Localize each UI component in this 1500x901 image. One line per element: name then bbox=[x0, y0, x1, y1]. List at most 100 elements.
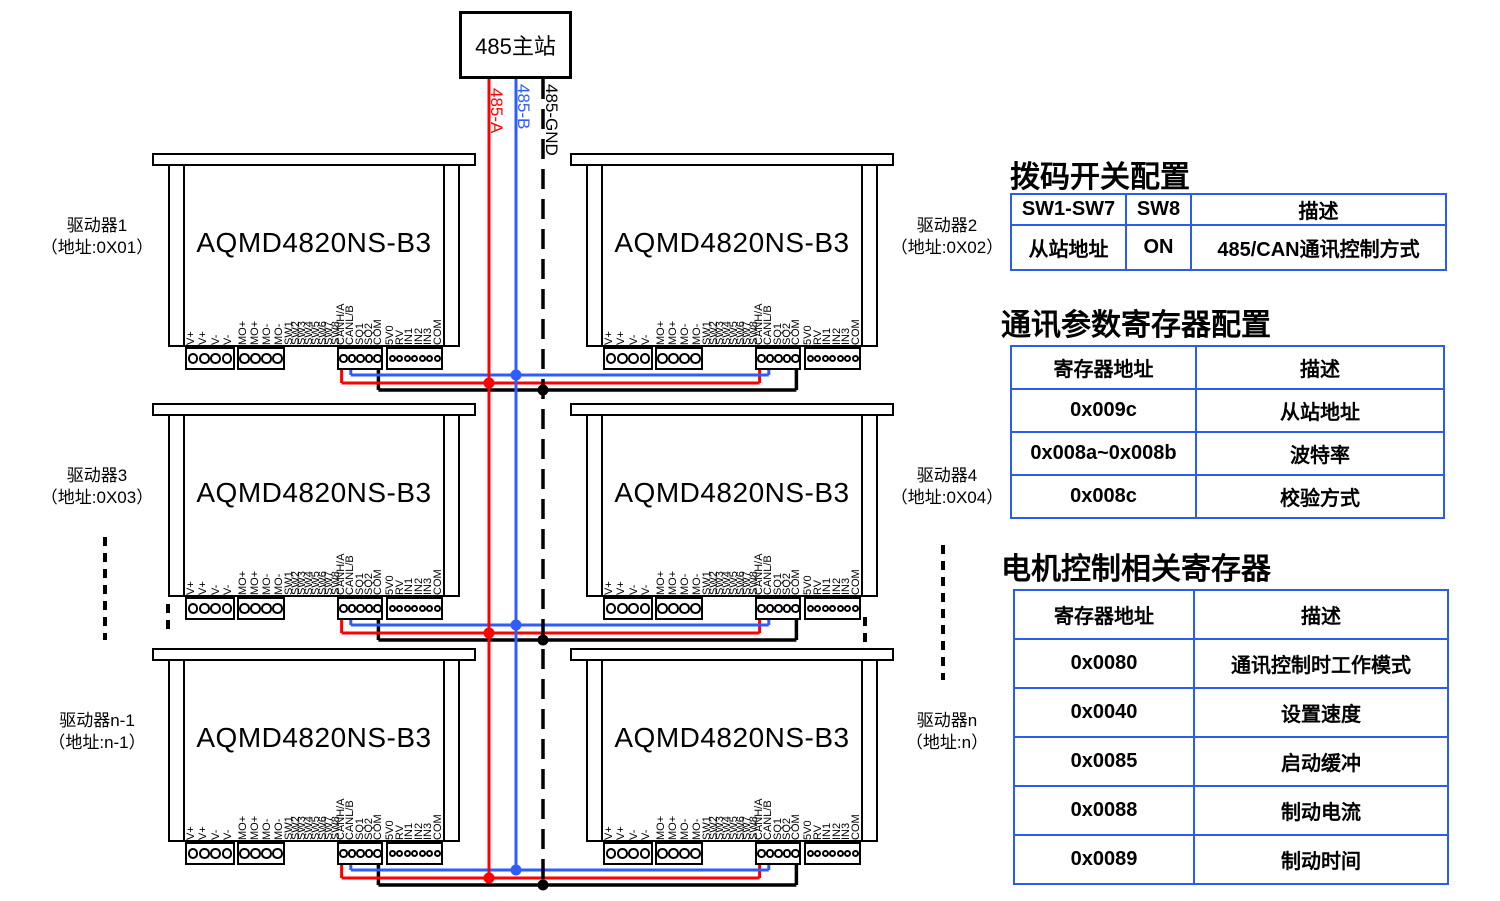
junction-dot-485a bbox=[483, 627, 495, 639]
terminal-screw bbox=[272, 603, 283, 614]
driver-model-label: AQMD4820NS-B3 bbox=[614, 226, 850, 258]
terminal-label: V+ bbox=[197, 826, 210, 840]
terminal-screw bbox=[844, 605, 851, 612]
terminal-screw bbox=[605, 353, 617, 364]
table-cell: 485/CAN通讯控制方式 bbox=[1190, 224, 1447, 271]
terminal-label: V- bbox=[627, 829, 640, 840]
terminal-label: MO+ bbox=[654, 815, 667, 840]
terminal-screw bbox=[829, 355, 836, 362]
table-header-cell: 寄存器地址 bbox=[1013, 589, 1195, 640]
driver-address: （地址:n-1） bbox=[48, 733, 146, 752]
terminal-screw bbox=[757, 354, 766, 363]
terminal-screw bbox=[187, 353, 199, 364]
junction-dot-gnd bbox=[537, 384, 549, 396]
terminal-block bbox=[603, 597, 653, 620]
terminal-label: V+ bbox=[184, 331, 197, 345]
terminal-block bbox=[237, 347, 285, 370]
terminal-label: COM bbox=[789, 569, 802, 595]
driver-body: AQMD4820NS-B3 bbox=[601, 414, 863, 597]
terminal-screw bbox=[836, 605, 844, 612]
terminal-screw bbox=[187, 848, 199, 859]
terminal-screw bbox=[396, 355, 403, 362]
terminal-screw bbox=[639, 603, 651, 614]
terminal-screw bbox=[844, 355, 851, 362]
terminal-screw bbox=[364, 604, 373, 613]
terminal-screw bbox=[426, 355, 433, 362]
terminal-label: MO- bbox=[260, 323, 273, 345]
terminal-label: V- bbox=[222, 829, 235, 840]
table-cell: 0x0089 bbox=[1013, 834, 1195, 885]
terminal-screw bbox=[272, 353, 283, 364]
terminal-label: COM bbox=[850, 814, 862, 840]
terminal-label: V- bbox=[209, 584, 222, 595]
junction-dot-485a bbox=[483, 872, 495, 884]
terminal-block bbox=[755, 347, 801, 370]
terminal-label: COM bbox=[432, 814, 444, 840]
terminal-screw bbox=[403, 605, 411, 612]
terminal-label: V- bbox=[627, 584, 640, 595]
terminal-screw bbox=[836, 355, 844, 362]
terminal-screw bbox=[628, 848, 639, 859]
terminal-block bbox=[804, 597, 861, 620]
terminal-screw bbox=[210, 353, 221, 364]
terminal-screw bbox=[806, 355, 814, 362]
driver-name-label: 驱动器n-1（地址:n-1） bbox=[22, 710, 172, 754]
terminal-screw bbox=[851, 355, 859, 362]
terminal-screw bbox=[396, 605, 403, 612]
master-station-label: 485主站 bbox=[475, 34, 556, 59]
driver-address: （地址:0X02） bbox=[890, 238, 1004, 257]
terminal-screw bbox=[628, 353, 639, 364]
section-title-2: 通讯参数寄存器配置 bbox=[1001, 309, 1271, 342]
table-header-cell: SW1-SW7 bbox=[1010, 193, 1127, 226]
terminal-screw bbox=[433, 605, 441, 612]
terminal-screw bbox=[403, 850, 411, 857]
table-cell: 制动时间 bbox=[1193, 834, 1449, 885]
terminal-screw bbox=[199, 848, 210, 859]
driver-name-label: 驱动器1（地址:0X01） bbox=[22, 215, 172, 259]
terminal-block bbox=[755, 597, 801, 620]
driver-body: AQMD4820NS-B3 bbox=[183, 659, 445, 842]
wire-label-485-b: 485-B bbox=[514, 84, 533, 130]
driver-body: AQMD4820NS-B3 bbox=[601, 659, 863, 842]
terminal-screw bbox=[782, 604, 791, 613]
terminal-screw bbox=[373, 354, 382, 363]
terminal-block bbox=[655, 597, 703, 620]
terminal-label: V+ bbox=[615, 581, 628, 595]
terminal-label: COM bbox=[432, 319, 444, 345]
terminal-screw bbox=[844, 850, 851, 857]
table-cell: ON bbox=[1125, 224, 1192, 271]
terminal-label: V+ bbox=[602, 826, 615, 840]
terminal-label: MO+ bbox=[236, 815, 249, 840]
terminal-screw bbox=[356, 849, 365, 858]
driver-name-label: 驱动器n（地址:n） bbox=[872, 710, 1022, 754]
terminal-label: COM bbox=[371, 319, 384, 345]
terminal-screw bbox=[605, 603, 617, 614]
driver-model-label: AQMD4820NS-B3 bbox=[196, 721, 432, 753]
master-station-box: 485主站 bbox=[459, 11, 572, 79]
terminal-screw bbox=[250, 603, 261, 614]
table-cell: 0x008a~0x008b bbox=[1010, 431, 1197, 476]
driver-body: AQMD4820NS-B3 bbox=[183, 414, 445, 597]
wire-label-485-a: 485-A bbox=[487, 88, 506, 134]
terminal-screw bbox=[418, 850, 426, 857]
driver-name: 驱动器3 bbox=[66, 466, 128, 485]
terminal-screw bbox=[829, 850, 836, 857]
terminal-label: MO+ bbox=[248, 320, 261, 345]
terminal-block bbox=[655, 842, 703, 865]
terminal-label: MO+ bbox=[654, 320, 667, 345]
terminal-screw bbox=[347, 354, 356, 363]
driver-model-label: AQMD4820NS-B3 bbox=[196, 476, 432, 508]
terminal-label: MO+ bbox=[236, 320, 249, 345]
table-cell: 设置速度 bbox=[1193, 687, 1449, 738]
terminal-screw bbox=[250, 353, 261, 364]
terminal-screw bbox=[791, 354, 800, 363]
driver-name-label: 驱动器2（地址:0X02） bbox=[872, 215, 1022, 259]
terminal-screw bbox=[836, 850, 844, 857]
terminal-screw bbox=[396, 850, 403, 857]
junction-dot-485b bbox=[510, 619, 522, 631]
terminal-label: V+ bbox=[184, 826, 197, 840]
terminal-label: V- bbox=[209, 334, 222, 345]
